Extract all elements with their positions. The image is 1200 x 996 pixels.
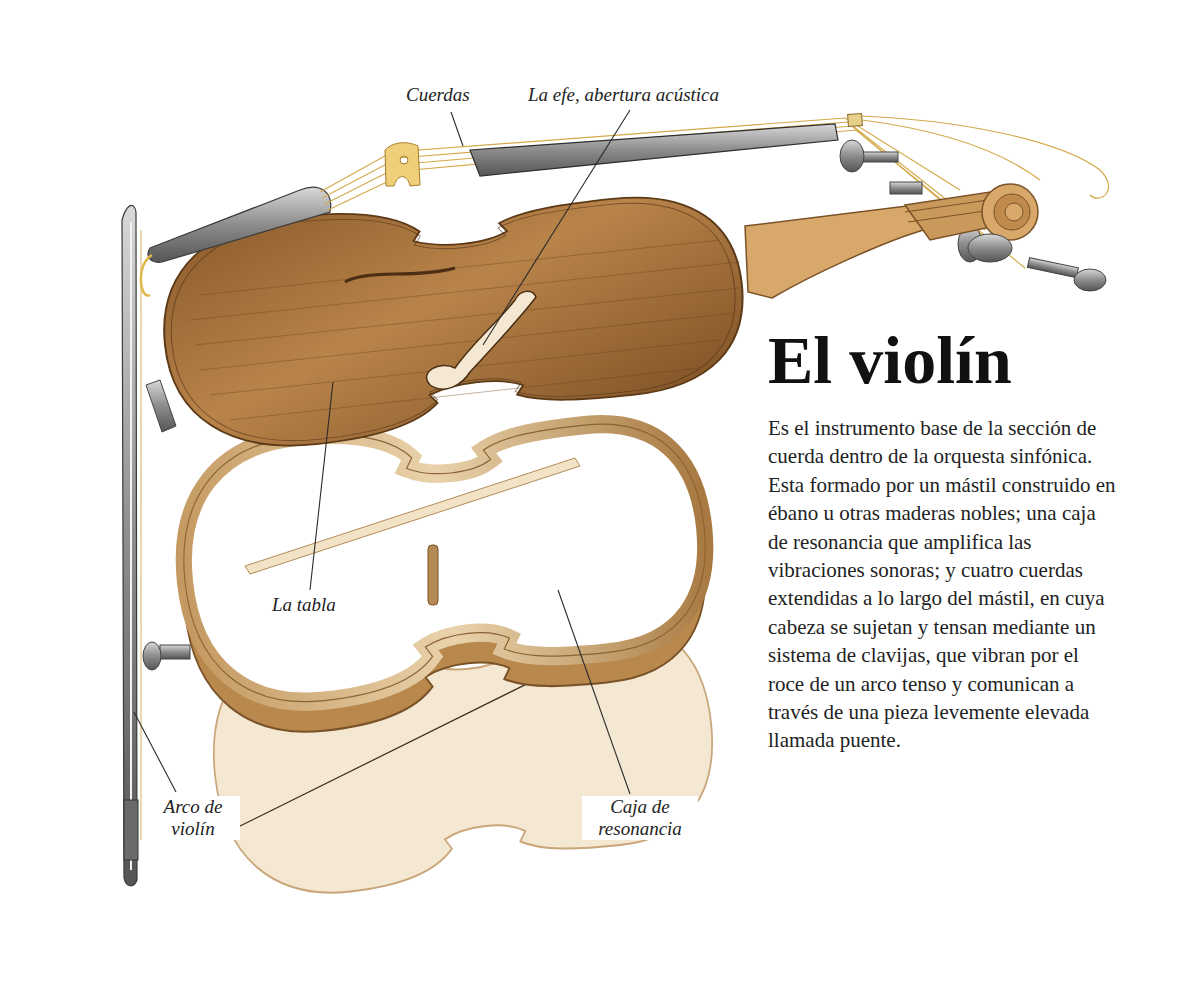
caption-text: Es el instrumento base de la sección de … [768,414,1120,755]
f-hole [427,291,536,389]
leader-lines [134,110,630,794]
button [146,380,176,432]
part-label: La tabla [270,594,338,616]
part-label: Caja de resonancia [582,796,698,840]
part-label: Arco de violín [146,796,240,840]
part-label: La efe, abertura acústica [526,84,721,106]
bass-bar [245,458,580,574]
ribs [171,396,718,744]
bridge [385,143,420,186]
neck-scroll [745,184,1038,298]
nut [848,114,863,127]
part-label: Cuerdas [404,84,472,106]
title: El violín [768,322,1012,398]
strings [320,116,1109,268]
end-pin [143,642,190,670]
bow [122,205,141,885]
soundpost [428,545,438,605]
f-hole [345,268,455,282]
tailpiece [141,187,331,295]
fingerboard [470,124,838,176]
